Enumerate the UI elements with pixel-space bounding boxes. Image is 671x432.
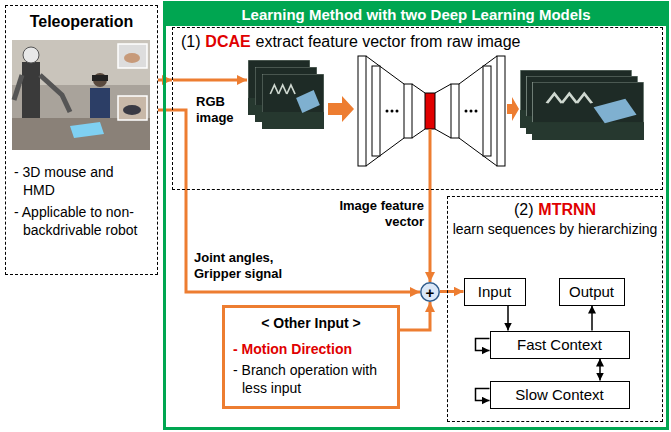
text-label: + (426, 285, 435, 300)
network-layer (404, 84, 412, 138)
connector (599, 359, 601, 381)
box-text: Slow Context (491, 382, 629, 407)
input-image-stack (248, 60, 324, 129)
flow-arrow (328, 96, 354, 122)
sum-text: + (420, 282, 440, 302)
text-label: - Applicable to non-backdrivable robot (14, 203, 142, 239)
connector (429, 190, 432, 282)
robot-arm (40, 75, 70, 112)
process-box: Output (559, 278, 625, 306)
network-layer (483, 66, 491, 156)
other-input-box: < Other Input > - Motion Direction - Branc… (222, 305, 400, 409)
text-label: (2) (514, 201, 534, 218)
box-text: < Other Input > - Motion Direction - Branc… (225, 308, 397, 403)
3d-mouse (123, 105, 141, 115)
connector (591, 306, 593, 331)
teleoperation-photo (12, 40, 150, 150)
text-label: DCAE (205, 33, 250, 50)
text-label: Fast Context (517, 336, 602, 353)
connector (400, 302, 430, 330)
feature-line (429, 129, 432, 190)
network-layer (358, 56, 366, 166)
edge-label: Joint angles, Gripper signal (194, 250, 314, 282)
dcae-panel: (1)DCAE extract feature vector from raw i… (172, 27, 663, 190)
panel-heading: (1)DCAE extract feature vector from raw i… (181, 33, 520, 51)
text-label: Learning Method with two Deep Learning M… (241, 6, 590, 23)
hmd (92, 75, 108, 81)
edge-label: RGB image (196, 94, 242, 126)
network-layer (451, 84, 459, 138)
text-label: < Other Input > (233, 314, 389, 332)
network-layer (497, 56, 505, 166)
box-text: Input (465, 279, 525, 304)
inset-photo (118, 96, 147, 120)
network-outline (412, 129, 425, 138)
box-text: Fast Context (491, 332, 629, 357)
ellipsis-dots (386, 110, 478, 113)
header-band: Learning Method with two Deep Learning M… (166, 4, 666, 26)
blue-card (70, 122, 104, 138)
sum-node: + (420, 282, 440, 302)
network-outline (412, 84, 425, 93)
connector (440, 290, 464, 293)
operator-head (93, 73, 107, 87)
process-box: Input (464, 278, 526, 306)
operator-body (90, 88, 110, 118)
connector (507, 306, 509, 331)
text-label: - 3D mouse and HMD (14, 163, 142, 199)
panel-heading: Teleoperation (6, 6, 157, 31)
network-outline (435, 129, 451, 138)
robot-head (23, 47, 39, 63)
bullet-list: - 3D mouse and HMD - Applicable to non-ba… (14, 163, 142, 239)
edge-label: Image feature vector (324, 198, 424, 230)
recurrent-loop (476, 389, 490, 401)
text-label: learn sequences by hierarchizing (450, 221, 660, 237)
teleoperation-panel: Teleoperation - 3D mouse and HMD - Applica… (5, 5, 158, 275)
text-label: (1) (181, 33, 201, 50)
recurrent-loop (476, 339, 490, 351)
network-layer (372, 66, 380, 156)
image-frame (262, 74, 324, 129)
text-label: Input (478, 283, 511, 300)
network-outline (435, 84, 451, 93)
inset-photo (118, 44, 147, 68)
panel-heading: (2)MTRNN learn sequences by hierarchizing (450, 201, 660, 237)
photo-table (12, 118, 150, 150)
text-label: MTRNN (538, 201, 596, 218)
hand (124, 53, 140, 63)
process-box: Slow Context (490, 381, 630, 409)
text-label: - Motion Direction (233, 340, 389, 358)
mtrnn-panel: (2)MTRNN learn sequences by hierarchizing… (447, 196, 663, 422)
bottleneck-layer (425, 93, 435, 129)
robot-body (22, 62, 40, 118)
robot-arm (14, 75, 22, 100)
circle-shape (421, 283, 439, 301)
text-label: extract feature vector from raw image (256, 33, 521, 50)
output-image-stack (520, 70, 644, 140)
process-box: Fast Context (490, 331, 630, 359)
box-text: Output (560, 279, 624, 304)
image-frame (532, 82, 644, 140)
text-label: Teleoperation (30, 13, 134, 30)
flow-arrow (507, 97, 519, 121)
photo-ground (12, 40, 150, 150)
text-label: Output (569, 283, 614, 300)
text-label: - Branch operation with less input (233, 361, 389, 397)
text-label: Slow Context (515, 386, 603, 403)
image-feed-line (173, 79, 247, 82)
